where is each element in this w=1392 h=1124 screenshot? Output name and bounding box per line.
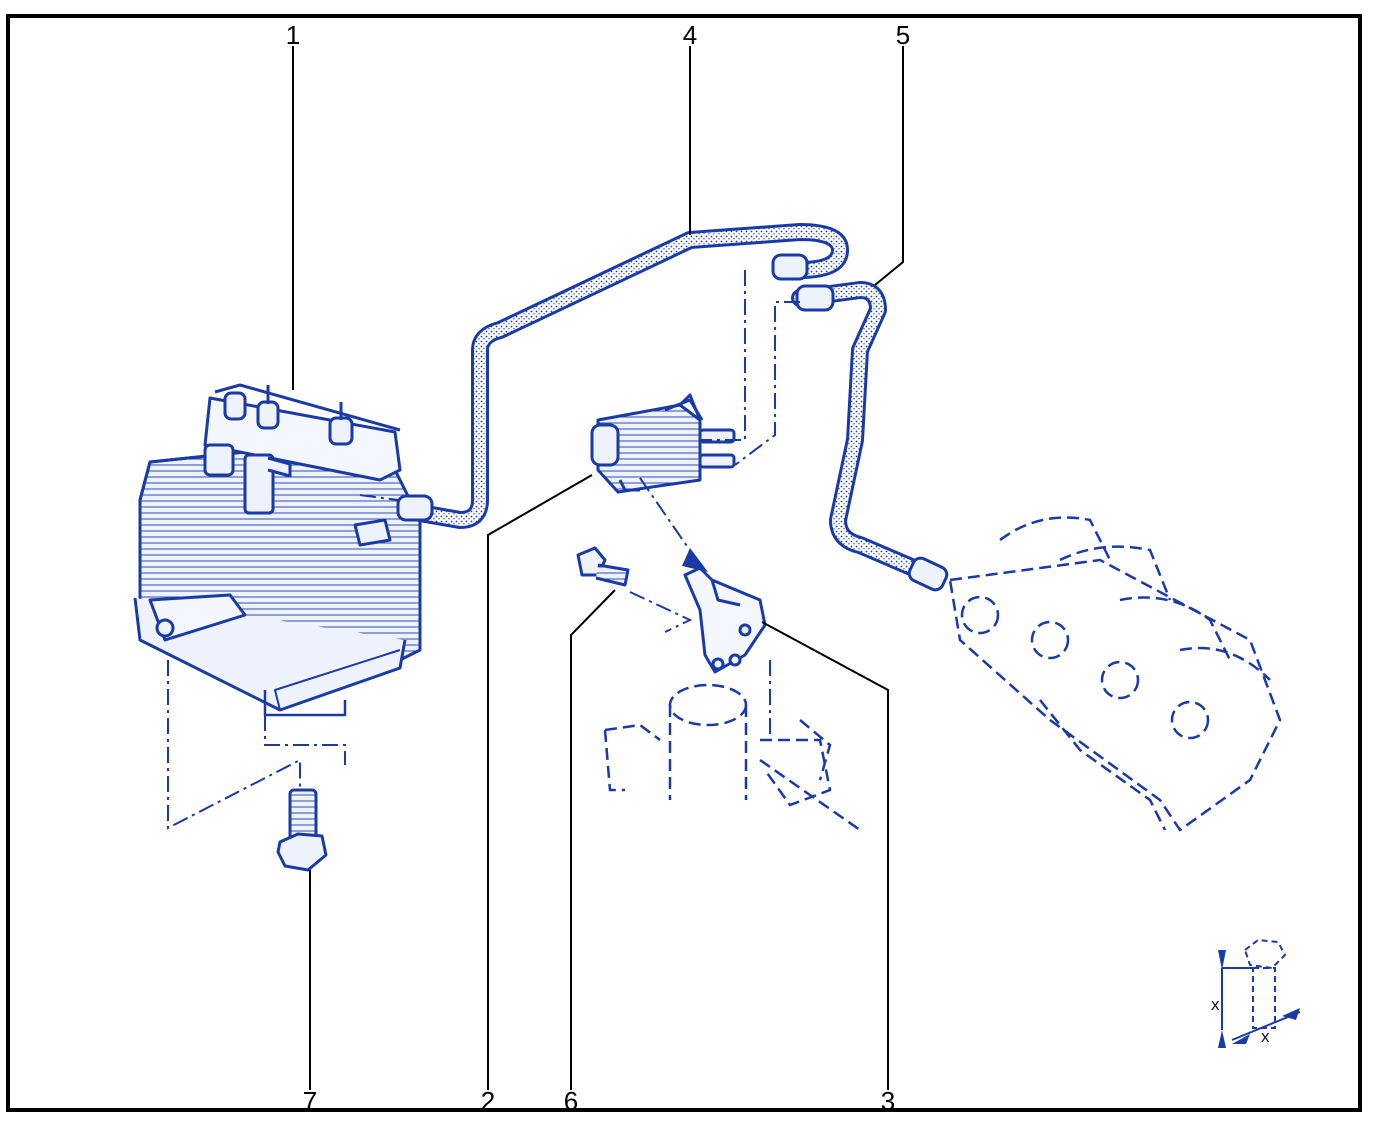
bolt-6 xyxy=(576,546,630,587)
engine-mount-outline xyxy=(603,683,861,832)
dimension-arrow-icon xyxy=(1232,1034,1250,1044)
callout-6: 6 xyxy=(564,1086,578,1116)
dimension-arrow-icon xyxy=(1282,1008,1300,1020)
hose-4 xyxy=(396,223,849,529)
dimension-arrow-icon xyxy=(1218,950,1226,970)
callout-5: 5 xyxy=(896,20,910,50)
leader-3 xyxy=(761,621,889,1090)
bracket xyxy=(683,566,767,674)
hose-5 xyxy=(791,281,949,592)
dimension-arrow-icon xyxy=(1218,1030,1226,1048)
purge-valve xyxy=(590,393,736,494)
guide-arrowhead xyxy=(682,548,708,572)
callout-4: 4 xyxy=(683,20,697,50)
bolt-7 xyxy=(276,788,328,872)
leader-5 xyxy=(874,46,904,286)
leader-lines xyxy=(292,46,904,1090)
dimension-label-x: x xyxy=(1261,1027,1270,1046)
callout-2: 2 xyxy=(481,1086,495,1116)
callout-1: 1 xyxy=(286,20,300,50)
leader-2 xyxy=(487,474,593,1090)
dimension-label-x: x xyxy=(1211,995,1220,1014)
bolt-dimension-inset: x x xyxy=(1211,938,1301,1048)
intake-manifold-outline xyxy=(948,516,1282,832)
canister xyxy=(133,383,422,717)
callout-7: 7 xyxy=(303,1086,317,1116)
leader-6 xyxy=(570,589,616,1090)
callout-3: 3 xyxy=(881,1086,895,1116)
